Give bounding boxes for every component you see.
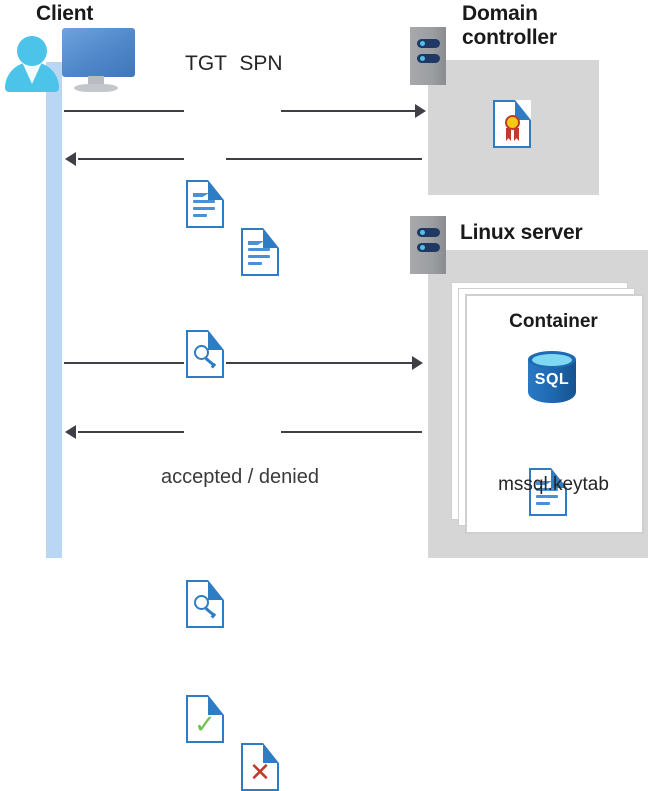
monitor-neck	[88, 76, 104, 86]
sql-database-icon: SQL	[526, 351, 578, 407]
person-head	[17, 36, 47, 66]
server-slot-1	[417, 39, 440, 48]
x-glyph: ✕	[249, 757, 271, 787]
key-ticket-document-icon	[186, 580, 224, 628]
x-document-icon: ✕	[241, 743, 279, 791]
server-slot-2	[417, 243, 440, 252]
domain-controller-title: Domain controller	[462, 2, 642, 50]
client-lifeline	[46, 62, 62, 558]
tgt-label: TGT	[185, 52, 227, 75]
sql-database-label: SQL	[534, 371, 570, 388]
client-computer-icon	[0, 0, 150, 100]
message-3-line-left	[64, 362, 184, 364]
check-document-icon: ✓	[186, 695, 224, 743]
message-3-line-right	[226, 362, 412, 364]
message-1-arrowhead-right	[415, 104, 426, 118]
monitor-base	[74, 84, 118, 92]
server-slot-1	[417, 228, 440, 237]
domain-controller-title-line2: controller	[462, 26, 557, 50]
key-ticket-document-icon	[186, 330, 224, 378]
client-title: Client	[36, 2, 94, 25]
spn-label: SPN	[239, 52, 283, 75]
tgt-document-icon	[186, 180, 224, 228]
accepted-denied-caption: accepted / denied	[161, 466, 319, 488]
container-title: Container	[509, 311, 598, 332]
certificate-medal	[505, 115, 520, 130]
message-4-line-left	[78, 431, 184, 433]
linux-server-title: Linux server	[460, 221, 583, 244]
certificate-ribbon-left	[506, 128, 511, 141]
message-2-arrowhead-left	[65, 152, 76, 166]
message-1-line-right	[281, 110, 415, 112]
check-glyph: ✓	[194, 709, 216, 739]
spn-document-icon	[241, 228, 279, 276]
domain-controller-server-icon	[410, 27, 446, 85]
linux-server-icon	[410, 216, 446, 274]
server-slot-2	[417, 54, 440, 63]
keytab-document-icon	[529, 468, 567, 516]
message-2-line-right	[226, 158, 422, 160]
domain-controller-title-line1: Domain	[462, 2, 538, 25]
message-1-line-left	[64, 110, 184, 112]
keytab-filename-label: mssql.keytab	[498, 474, 609, 495]
certificate-ribbon-right	[514, 128, 519, 141]
message-2-line-left	[78, 158, 184, 160]
message-4-arrowhead-left	[65, 425, 76, 439]
message-4-line-right	[281, 431, 422, 433]
message-3-arrowhead-right	[412, 356, 423, 370]
monitor-screen	[62, 28, 135, 77]
certificate-document-icon	[493, 100, 531, 148]
